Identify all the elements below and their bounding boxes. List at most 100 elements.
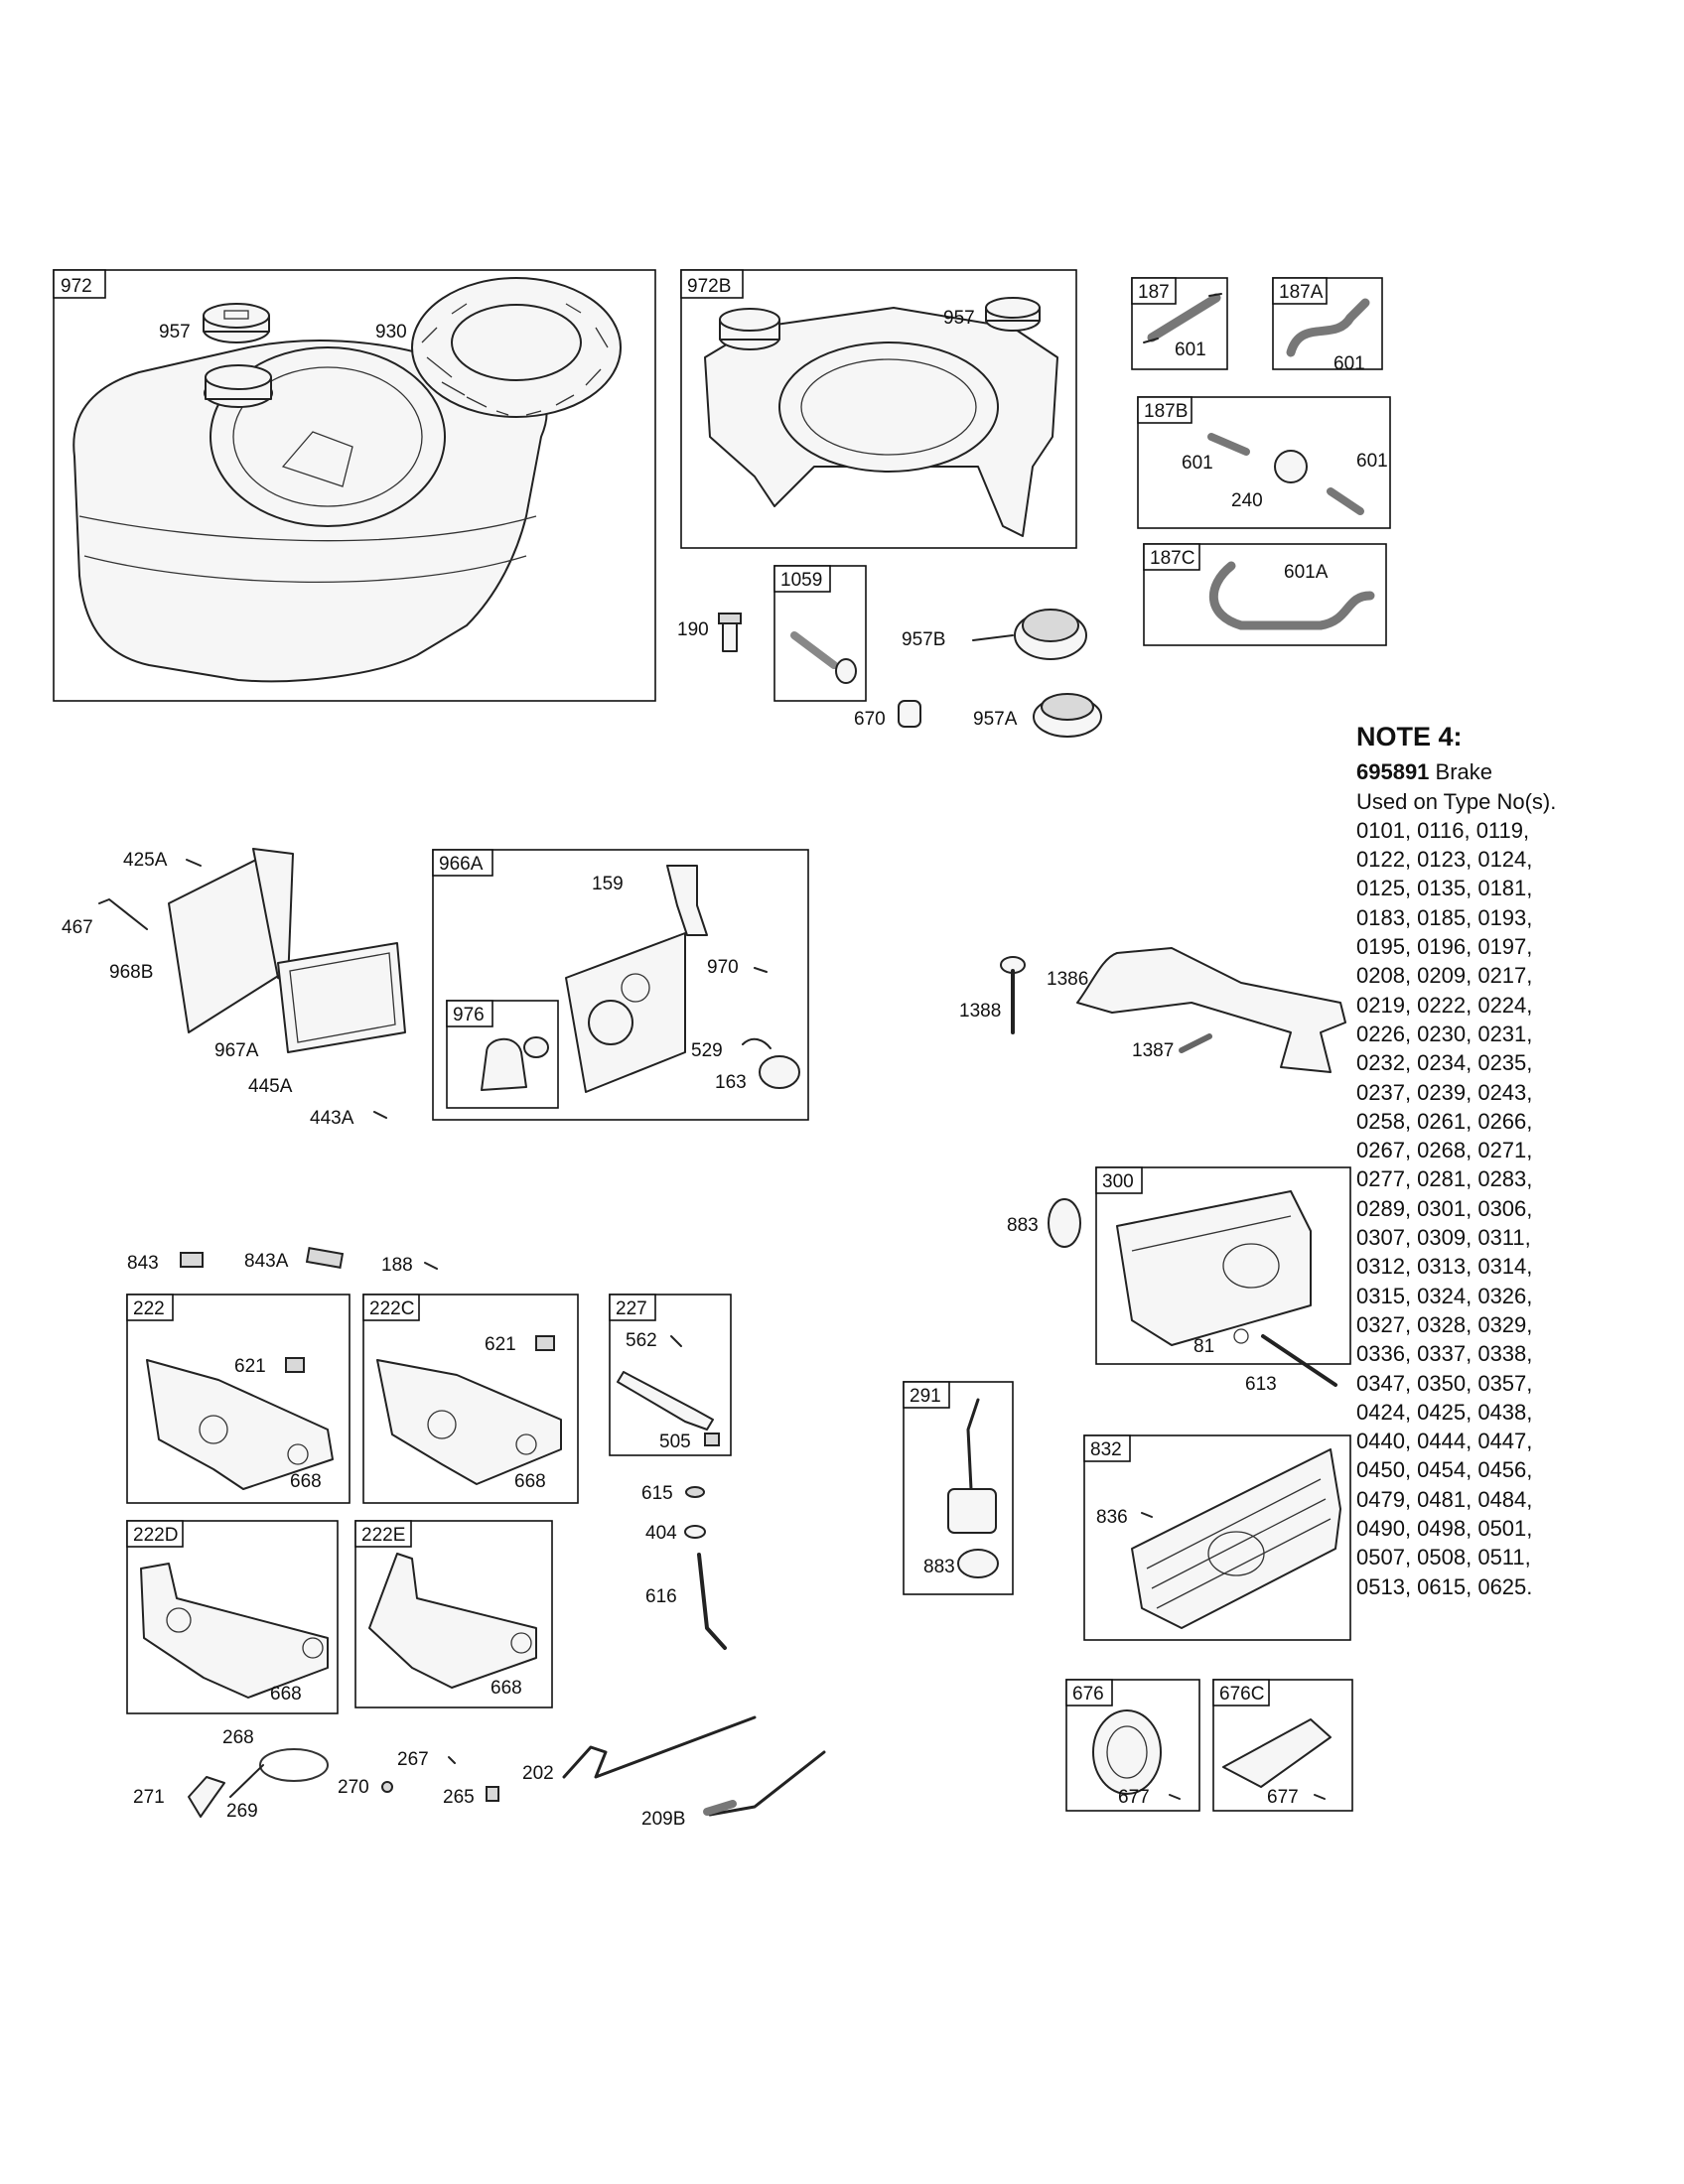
type-number-line: 0237, 0239, 0243, — [1356, 1079, 1533, 1105]
callout-668-e: 668 — [491, 1678, 522, 1699]
group-tag-227: 227 — [616, 1298, 647, 1319]
type-number-line: 0315, 0324, 0326, — [1356, 1283, 1533, 1308]
callout-163: 163 — [715, 1072, 747, 1093]
callout-240: 240 — [1231, 490, 1263, 511]
callout-81: 81 — [1193, 1336, 1214, 1357]
group-tag-222E: 222E — [361, 1525, 405, 1546]
callout-601-c: 601 — [1356, 451, 1388, 472]
group-tag-976: 976 — [453, 1005, 485, 1025]
callout-621-c: 621 — [485, 1334, 516, 1355]
part-843 — [180, 1252, 204, 1268]
callout-843A: 843A — [244, 1251, 289, 1272]
muffler-deflector — [1092, 1709, 1162, 1795]
callout-843: 843 — [127, 1253, 159, 1274]
type-number-line: 0101, 0116, 0119, — [1356, 817, 1530, 843]
fuel-cap-b — [985, 297, 1041, 332]
callout-677-b: 677 — [1267, 1787, 1299, 1808]
type-number-line: 0424, 0425, 0438, — [1356, 1399, 1533, 1425]
callout-1386: 1386 — [1047, 969, 1088, 990]
ignition-wire — [966, 1398, 980, 1491]
group-222D: 222D 668 — [126, 1520, 339, 1714]
part-621-c — [535, 1335, 555, 1351]
control-bracket-222E — [368, 1553, 537, 1689]
fitting-190 — [718, 613, 742, 652]
callout-601: 601 — [1175, 340, 1206, 360]
group-187A: 187A 601 — [1272, 277, 1383, 374]
part-270 — [381, 1781, 393, 1793]
callout-267: 267 — [397, 1749, 429, 1770]
group-222E: 222E 668 — [354, 1520, 553, 1708]
note-used-on: Used on Type No(s). — [1356, 788, 1557, 814]
callout-601-b: 601 — [1182, 453, 1213, 474]
screw-267 — [448, 1756, 456, 1764]
callout-443A: 443A — [310, 1108, 354, 1129]
screw-677 — [1169, 1794, 1181, 1800]
group-966A: 966A 159 970 529 163 — [432, 849, 809, 1121]
callout-957A: 957A — [973, 709, 1018, 730]
note-part-name: Brake — [1429, 759, 1493, 785]
fuel-cap — [203, 303, 270, 343]
link-616 — [697, 1553, 727, 1650]
control-bracket-222C — [376, 1359, 562, 1485]
part-843A — [305, 1246, 345, 1270]
type-number-line: 0195, 0196, 0197, — [1356, 934, 1533, 960]
air-filter — [277, 942, 406, 1053]
ignition-module — [947, 1488, 997, 1534]
muffler-deflector-c — [1222, 1718, 1332, 1788]
note-4: NOTE 4: 695891 Brake Used on Type No(s).… — [1356, 722, 1654, 1601]
callout-616: 616 — [645, 1586, 677, 1607]
callout-188: 188 — [381, 1255, 413, 1276]
callout-677: 677 — [1118, 1787, 1150, 1808]
bushing-670 — [898, 700, 921, 728]
vented-cap — [972, 609, 1087, 660]
group-976: 976 — [446, 1000, 559, 1109]
group-676: 676 677 — [1065, 1679, 1200, 1812]
group-1059: 1059 — [773, 565, 867, 702]
rotating-screen — [411, 277, 622, 418]
group-tag-222C: 222C — [369, 1298, 414, 1319]
screw-467 — [98, 898, 148, 930]
screw-425A — [186, 859, 202, 867]
callout-562: 562 — [626, 1330, 657, 1351]
callout-505: 505 — [659, 1432, 691, 1452]
type-number-line: 0490, 0498, 0501, — [1356, 1516, 1533, 1542]
group-tag-1059: 1059 — [780, 570, 822, 591]
type-number-line: 0277, 0281, 0283, — [1356, 1166, 1533, 1192]
callout-270: 270 — [338, 1777, 369, 1798]
group-tag-972: 972 — [61, 276, 92, 297]
control-bracket-222D — [140, 1563, 329, 1699]
group-tag-187: 187 — [1138, 282, 1170, 303]
callout-159: 159 — [592, 874, 624, 894]
group-187: 187 601 — [1131, 277, 1228, 370]
air-cleaner-base — [168, 848, 294, 1033]
brake-assembly — [1076, 947, 1346, 1073]
callout-271: 271 — [133, 1787, 165, 1808]
type-number-line: 0307, 0309, 0311, — [1356, 1225, 1531, 1251]
part-265 — [486, 1786, 499, 1802]
callout-968B: 968B — [109, 962, 153, 983]
type-number-list: 0101, 0116, 0119,0122, 0123, 0124,0125, … — [1356, 816, 1654, 1601]
group-222C: 222C 621 668 — [362, 1294, 579, 1504]
callout-613: 613 — [1245, 1374, 1277, 1395]
screw-836 — [1141, 1512, 1153, 1518]
callout-668-d: 668 — [270, 1684, 302, 1705]
part-621 — [285, 1357, 305, 1373]
callout-265: 265 — [443, 1787, 475, 1808]
type-number-line: 0208, 0209, 0217, — [1356, 963, 1533, 989]
fuel-tank-shroud — [704, 307, 1058, 537]
group-tag-676C: 676C — [1219, 1684, 1264, 1705]
callout-1388: 1388 — [959, 1001, 1001, 1022]
note-title: NOTE 4: — [1356, 722, 1463, 751]
callout-668-c: 668 — [514, 1471, 546, 1492]
screw-970 — [754, 967, 768, 973]
spring-209B — [703, 1800, 737, 1816]
callout-836: 836 — [1096, 1507, 1128, 1528]
callout-621: 621 — [234, 1356, 266, 1377]
group-tag-966A: 966A — [439, 854, 484, 875]
screw-188 — [424, 1262, 438, 1270]
type-number-line: 0450, 0454, 0456, — [1356, 1457, 1533, 1483]
group-tag-832: 832 — [1090, 1439, 1122, 1460]
group-tag-187A: 187A — [1279, 282, 1324, 303]
type-number-line: 0327, 0328, 0329, — [1356, 1311, 1533, 1337]
type-number-line: 0267, 0268, 0271, — [1356, 1138, 1533, 1163]
